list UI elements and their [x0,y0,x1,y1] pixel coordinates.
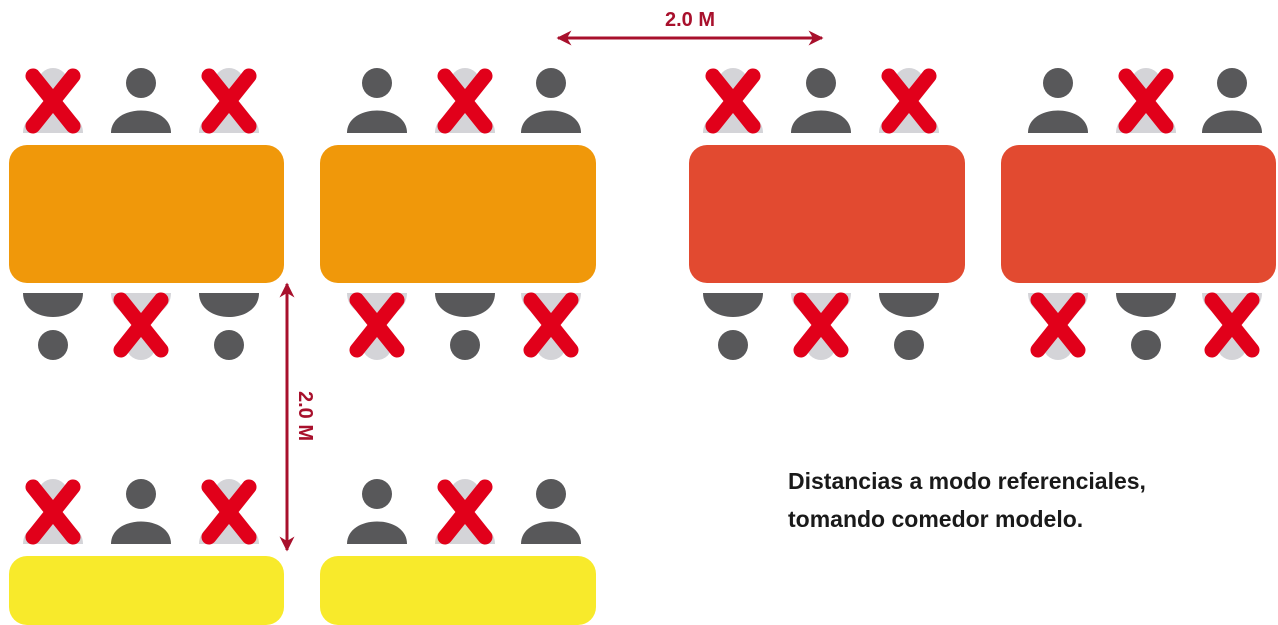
blocked-seat [347,292,407,360]
occupied-seat [879,293,939,360]
blocked-seat [199,479,259,545]
blocked-seat [111,292,171,360]
table-yellow-2 [320,556,596,625]
vertical-distance-label: 2.0 M [294,391,316,441]
person-body [521,521,581,544]
occupied-seat [111,479,171,544]
occupied-seat [435,293,495,360]
person-body [521,110,581,133]
occupied-seat [347,68,407,133]
x-mark-stroke [1118,68,1174,134]
blocked-seat [521,292,581,360]
person-head [450,330,480,360]
person-head [126,479,156,509]
person-head [1043,68,1073,98]
person-body [347,110,407,133]
x-mark-stroke [201,479,257,545]
person-head [806,68,836,98]
person-body [1202,110,1262,133]
person-head [1131,330,1161,360]
occupied-seat [1028,68,1088,133]
table-orange-1 [9,145,284,283]
person-head [214,330,244,360]
x-mark-stroke [705,68,761,134]
person-body [435,293,495,317]
person-body [111,521,171,544]
table-red-1 [689,145,965,283]
blocked-seat [791,292,851,360]
person-body [199,293,259,317]
caption: Distancias a modo referenciales, tomando… [788,462,1258,538]
person-head [38,330,68,360]
table-red-2 [1001,145,1276,283]
blocked-seat [1028,292,1088,360]
x-mark-stroke [113,292,169,358]
x-mark-stroke [25,68,81,134]
caption-line-2: tomando comedor modelo. [788,506,1084,532]
blocked-seat [703,68,763,134]
blocked-seat [1202,292,1262,360]
person-head [362,479,392,509]
blocked-seat [435,68,495,134]
person-body [111,110,171,133]
person-head [1217,68,1247,98]
x-mark-stroke [523,292,579,358]
x-mark-stroke [25,479,81,545]
table-yellow-1 [9,556,284,625]
person-head [362,68,392,98]
caption-line-1: Distancias a modo referenciales, [788,468,1146,494]
occupied-seat [1202,68,1262,133]
vertical-distance-indicator: 2.0 M [279,282,316,552]
person-head [126,68,156,98]
x-mark-stroke [437,68,493,134]
occupied-seat [347,479,407,544]
blocked-seat [1116,68,1176,134]
person-body [23,293,83,317]
occupied-seat [521,479,581,544]
x-mark-stroke [793,292,849,358]
person-head [718,330,748,360]
person-body [1028,110,1088,133]
horizontal-distance-indicator: 2.0 M [556,9,824,46]
occupied-seat [111,68,171,133]
occupied-seat [199,293,259,360]
x-mark-stroke [437,479,493,545]
person-body [879,293,939,317]
person-body [1116,293,1176,317]
person-head [536,68,566,98]
blocked-seat [23,479,83,545]
person-head [894,330,924,360]
occupied-seat [791,68,851,133]
person-body [347,521,407,544]
person-body [703,293,763,317]
horizontal-distance-label: 2.0 M [665,9,715,31]
occupied-seat [703,293,763,360]
tables-layer [9,68,1276,625]
person-body [791,110,851,133]
table-orange-2 [320,145,596,283]
blocked-seat [23,68,83,134]
x-mark-stroke [881,68,937,134]
x-mark-stroke [349,292,405,358]
occupied-seat [23,293,83,360]
person-head [536,479,566,509]
blocked-seat [435,479,495,545]
blocked-seat [199,68,259,134]
occupied-seat [521,68,581,133]
x-mark-stroke [1030,292,1086,358]
occupied-seat [1116,293,1176,360]
blocked-seat [879,68,939,134]
x-mark-stroke [1204,292,1260,358]
x-mark-stroke [201,68,257,134]
